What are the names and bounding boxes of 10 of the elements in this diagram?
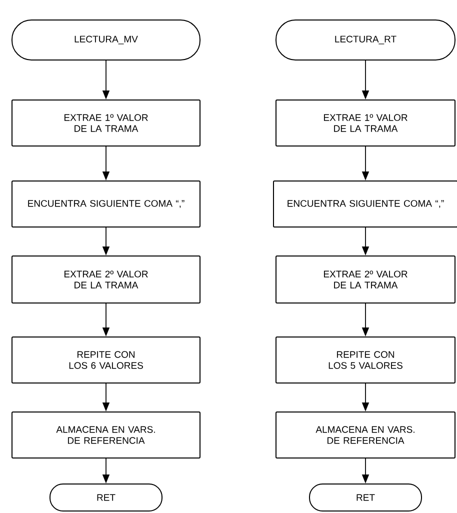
process-box: REPITE CON LOS 6 VALORES <box>12 336 200 384</box>
process-box: EXTRAE 2º VALOR DE LA TRAMA <box>276 256 456 304</box>
process-box: EXTRAE 2º VALOR DE LA TRAMA <box>12 256 200 304</box>
process-box: ENCUENTRA SIGUIENTE COMA “,” <box>12 180 200 228</box>
process-box: ALMACENA EN VARS. DE REFERENCIA <box>12 412 200 458</box>
process-box: REPITE CON LOS 5 VALORES <box>276 336 456 384</box>
process-box: EXTRAE 1º VALOR DE LA TRAMA <box>12 100 200 146</box>
process-box: EXTRAE 1º VALOR DE LA TRAMA <box>276 100 456 146</box>
process-box: ALMACENA EN VARS. DE REFERENCIA <box>276 412 456 458</box>
process-box: ENCUENTRA SIGUIENTE COMA “,” <box>273 180 457 228</box>
